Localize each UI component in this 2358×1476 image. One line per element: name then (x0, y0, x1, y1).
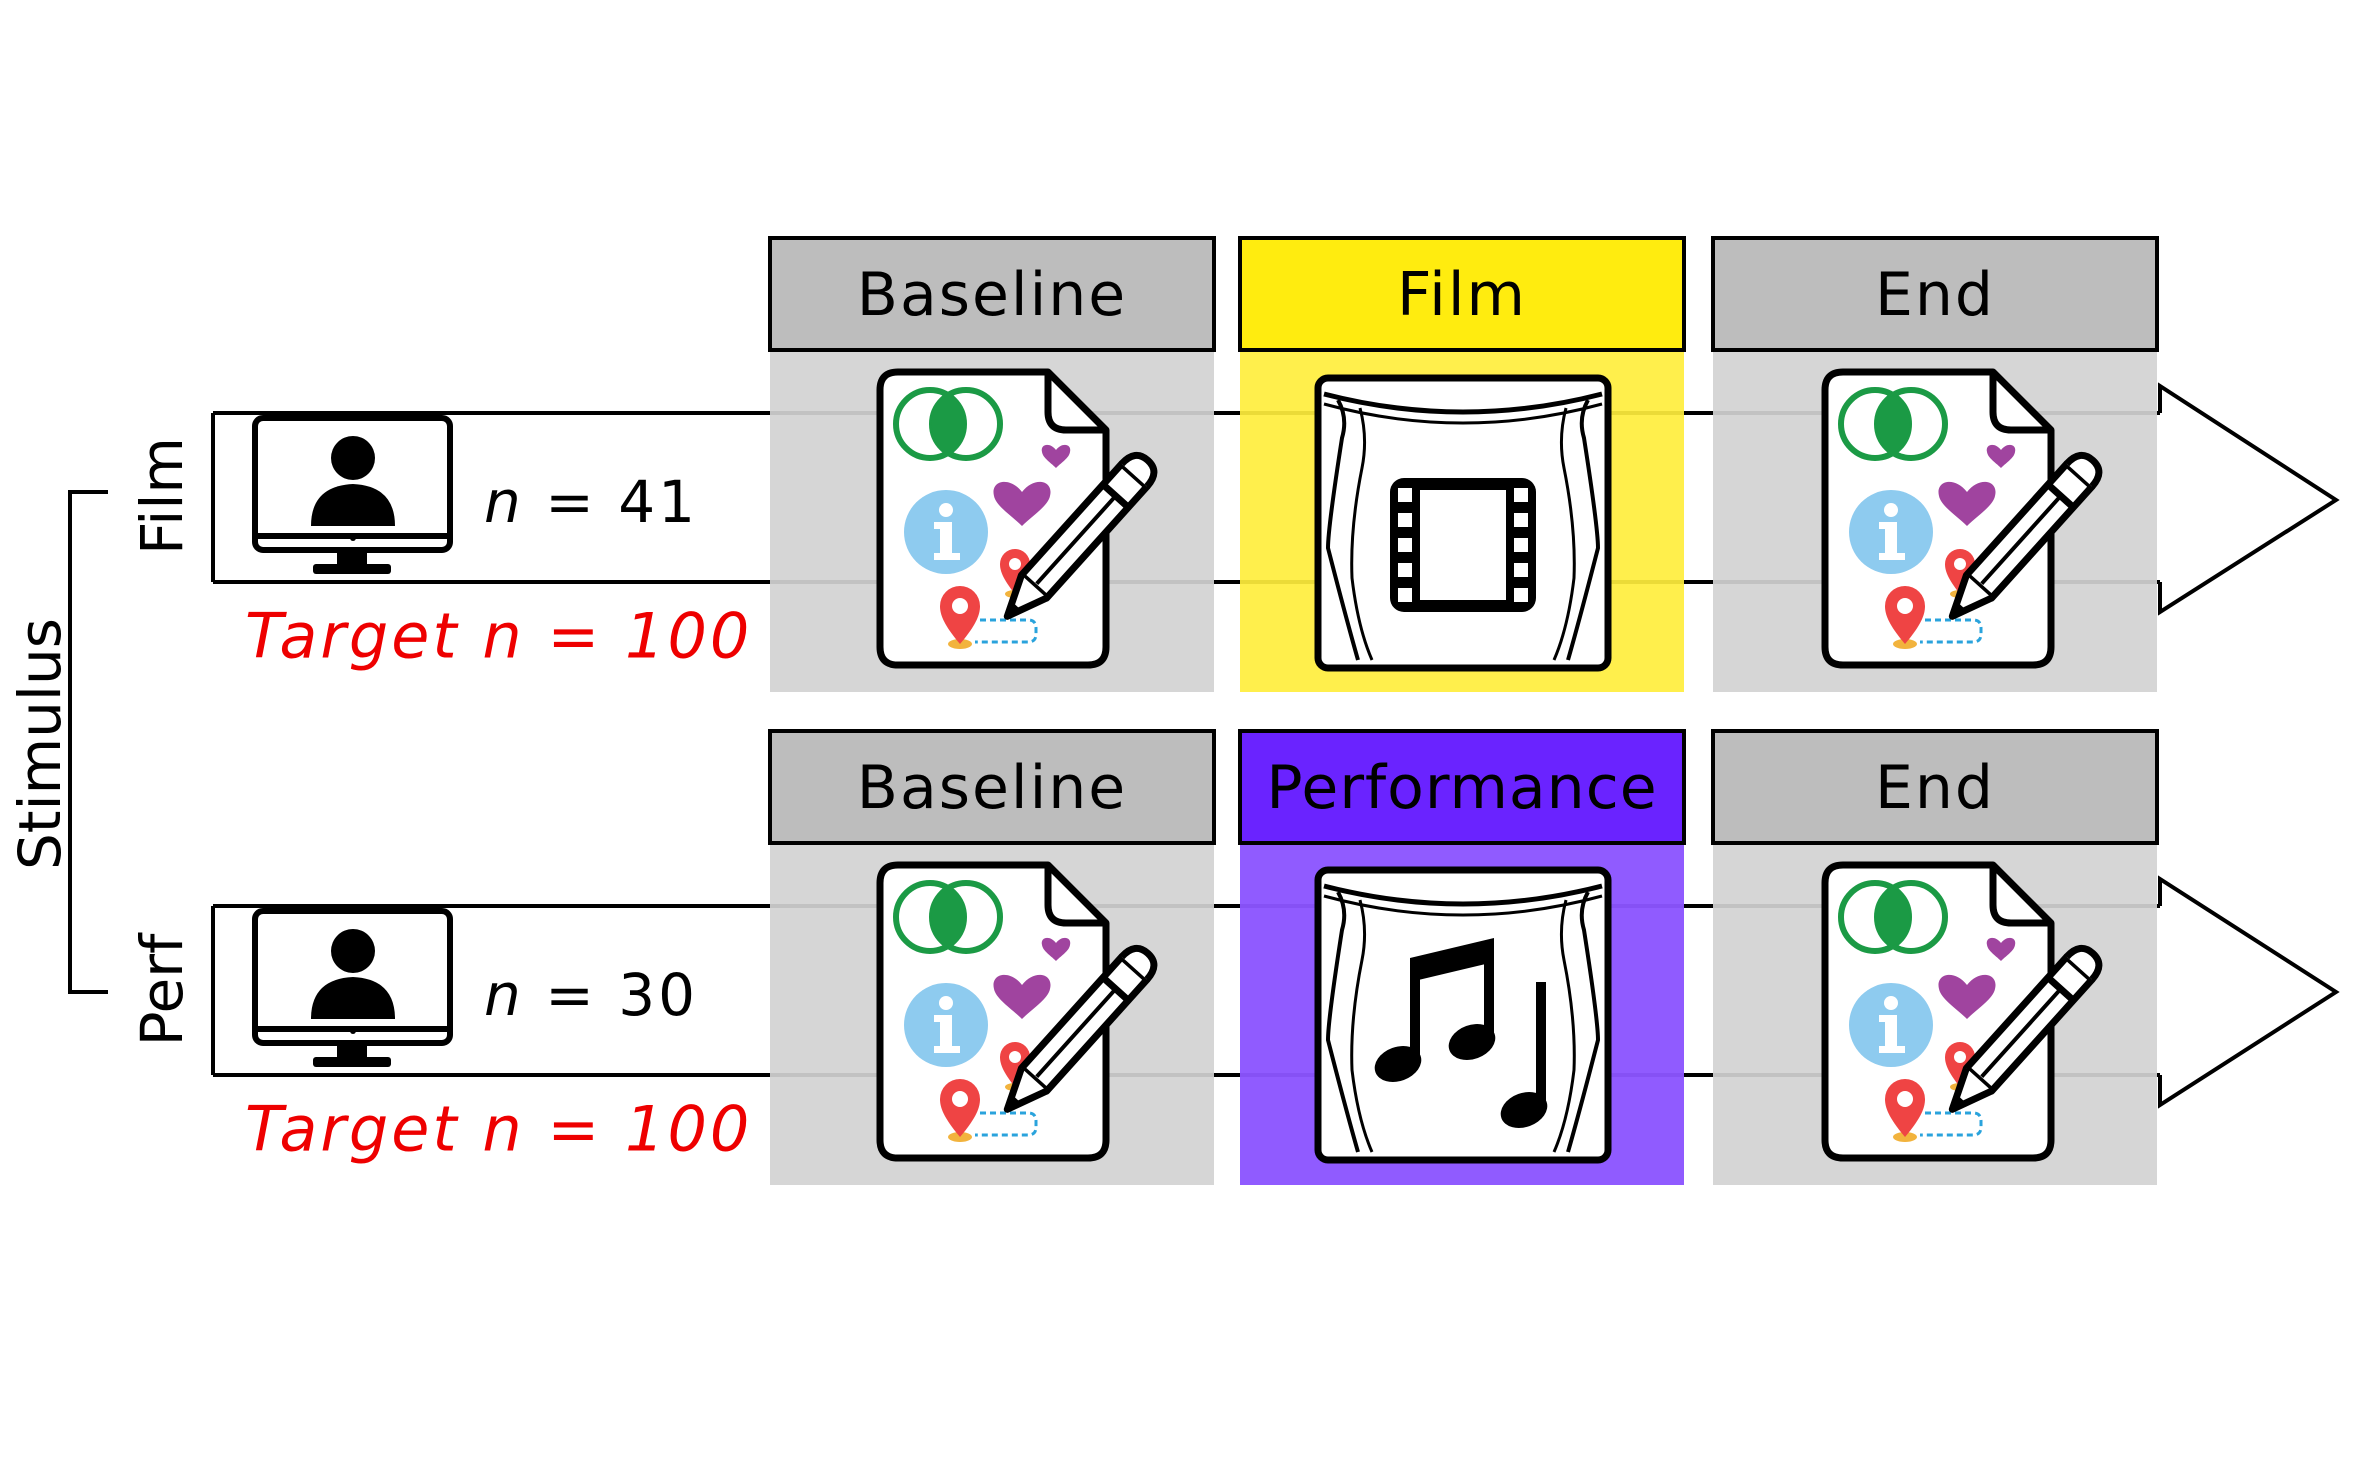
n-symbol: n (484, 468, 524, 536)
sample-size-text: n = 41 (484, 468, 698, 536)
stimulus-bracket (68, 490, 108, 994)
timeline-arrow-head (2158, 382, 2340, 616)
computer-user-icon (252, 415, 453, 574)
music-note-stage-icon (1318, 870, 1608, 1160)
phase-header-film (1238, 236, 1686, 352)
phase-header-baseline (768, 729, 1216, 845)
phase-header-end (1711, 236, 2159, 352)
phase-header-label: End (1875, 260, 1995, 330)
computer-user-icon (252, 908, 453, 1067)
phase-header-label: Baseline (857, 753, 1127, 823)
phase-header-label: Baseline (857, 260, 1127, 330)
n-symbol: n (484, 961, 524, 1029)
group-label-film: Film (128, 437, 196, 555)
phase-header-label: Performance (1266, 753, 1657, 823)
sample-size-text: n = 30 (484, 961, 698, 1029)
n-value: = 41 (524, 468, 698, 536)
phase-header-baseline (768, 236, 1216, 352)
phase-header-label: End (1875, 753, 1995, 823)
performance-group-row: Baseline Performance End Perf n = 30 Tar… (128, 729, 2340, 1185)
phase-header-end (1711, 729, 2159, 845)
target-sample-size-text: Target n = 100 (245, 600, 752, 673)
film-reel-stage-icon (1318, 378, 1608, 668)
film-group-row: Baseline Film End Film n = 41 Target n =… (128, 236, 2340, 692)
group-label-perf: Perf (128, 932, 196, 1046)
timeline-arrow-head (2158, 875, 2340, 1109)
target-sample-size-text: Target n = 100 (245, 1093, 752, 1166)
n-value: = 30 (524, 961, 698, 1029)
phase-header-label: Film (1397, 260, 1527, 330)
phase-header-performance (1238, 729, 1686, 845)
stimulus-axis-label: Stimulus (6, 618, 74, 870)
